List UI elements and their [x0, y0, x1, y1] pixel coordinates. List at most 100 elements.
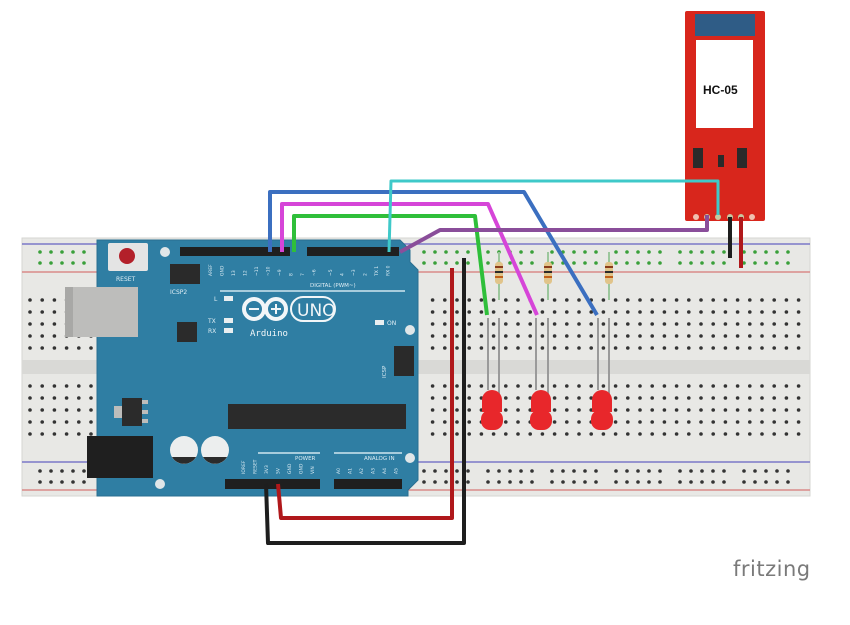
terminal-hole — [89, 432, 93, 436]
terminal-hole — [723, 298, 728, 302]
pin-label: 8 — [289, 273, 295, 276]
terminal-hole — [589, 322, 593, 326]
pin-label: RESET — [253, 459, 259, 474]
rail-hole — [614, 261, 618, 265]
terminal-hole — [626, 432, 630, 436]
terminal-hole — [467, 322, 472, 326]
terminal-hole — [577, 396, 581, 400]
terminal-hole — [28, 322, 32, 326]
pin-label: TX 1 — [374, 266, 380, 277]
terminal-hole — [784, 432, 789, 436]
rail-hole — [38, 261, 42, 265]
terminal-hole — [504, 334, 508, 338]
terminal-hole — [638, 408, 642, 412]
rail-hole — [530, 250, 534, 254]
terminal-hole — [748, 346, 752, 350]
terminal-hole — [443, 384, 447, 388]
terminal-hole — [52, 322, 57, 326]
rail-hole — [658, 480, 662, 484]
regulator-pin — [142, 410, 148, 414]
wire-black-gnd[interactable] — [264, 258, 466, 545]
icsp-label: ICSP — [382, 365, 388, 378]
terminal-hole — [796, 432, 801, 436]
terminal-hole — [40, 420, 44, 424]
terminal-hole — [735, 384, 740, 388]
terminal-hole — [638, 420, 642, 424]
rail-hole — [753, 261, 757, 265]
terminal-hole — [540, 432, 545, 436]
terminal-hole — [723, 334, 728, 338]
terminal-hole — [638, 432, 642, 436]
terminal-hole — [577, 420, 581, 424]
terminal-hole — [723, 420, 728, 424]
terminal-hole — [687, 310, 691, 314]
terminal-hole — [662, 322, 667, 326]
terminal-hole — [699, 310, 703, 314]
terminal-hole — [516, 322, 520, 326]
terminal-hole — [589, 346, 593, 350]
rail-hole — [753, 250, 757, 254]
terminal-hole — [443, 396, 447, 400]
terminal-hole — [601, 298, 606, 302]
terminal-hole — [760, 384, 764, 388]
reset-button[interactable] — [119, 248, 135, 264]
wire-red-5v[interactable] — [276, 268, 454, 520]
fritzing-brand-label: fritzing — [733, 557, 811, 581]
pin-label: 12 — [243, 270, 249, 276]
terminal-hole — [565, 420, 569, 424]
terminal-hole — [626, 310, 630, 314]
terminal-hole — [650, 408, 654, 412]
rail-hole — [60, 250, 64, 254]
terminal-hole — [601, 384, 606, 388]
terminal-hole — [28, 346, 32, 350]
terminal-hole — [748, 396, 752, 400]
terminal-hole — [735, 408, 740, 412]
terminal-hole — [613, 322, 618, 326]
terminal-hole — [479, 334, 484, 338]
power-label: POWER — [295, 456, 316, 462]
terminal-hole — [723, 396, 728, 400]
brand-label: Arduino — [250, 329, 288, 339]
pin-label: A5 — [394, 468, 400, 474]
terminal-hole — [699, 298, 703, 302]
terminal-hole — [467, 346, 472, 350]
terminal-hole — [455, 420, 459, 424]
terminal-hole — [540, 384, 545, 388]
wire-green[interactable] — [292, 214, 489, 316]
terminal-hole — [565, 396, 569, 400]
digital-header-high — [180, 247, 290, 256]
terminal-hole — [748, 420, 752, 424]
terminal-hole — [735, 432, 740, 436]
terminal-hole — [711, 298, 715, 302]
terminal-hole — [638, 298, 642, 302]
terminal-hole — [613, 420, 618, 424]
rail-hole — [433, 480, 437, 484]
rail-hole — [722, 469, 726, 473]
wire-blue[interactable] — [268, 190, 599, 317]
rail-hole — [444, 469, 448, 473]
rail-hole — [742, 480, 746, 484]
terminal-hole — [540, 310, 545, 314]
rail-hole — [722, 261, 726, 265]
terminal-hole — [699, 384, 703, 388]
terminal-hole — [760, 322, 764, 326]
rail-hole — [775, 250, 779, 254]
terminal-hole — [467, 420, 472, 424]
rail-hole — [711, 469, 715, 473]
pin-label: A2 — [359, 468, 365, 474]
uno-badge — [290, 296, 336, 322]
rail-hole — [572, 480, 576, 484]
terminal-hole — [77, 346, 81, 350]
wire-purple[interactable] — [399, 215, 709, 254]
wire-cyan[interactable] — [387, 179, 720, 253]
pin-label: ~11 — [254, 266, 260, 276]
terminal-hole — [552, 396, 557, 400]
terminal-hole — [650, 420, 654, 424]
wire-magenta[interactable] — [280, 202, 539, 316]
rail-hole — [636, 261, 640, 265]
terminal-hole — [760, 298, 764, 302]
rail-hole — [530, 261, 534, 265]
terminal-hole — [430, 408, 435, 412]
rail-hole — [466, 261, 470, 265]
